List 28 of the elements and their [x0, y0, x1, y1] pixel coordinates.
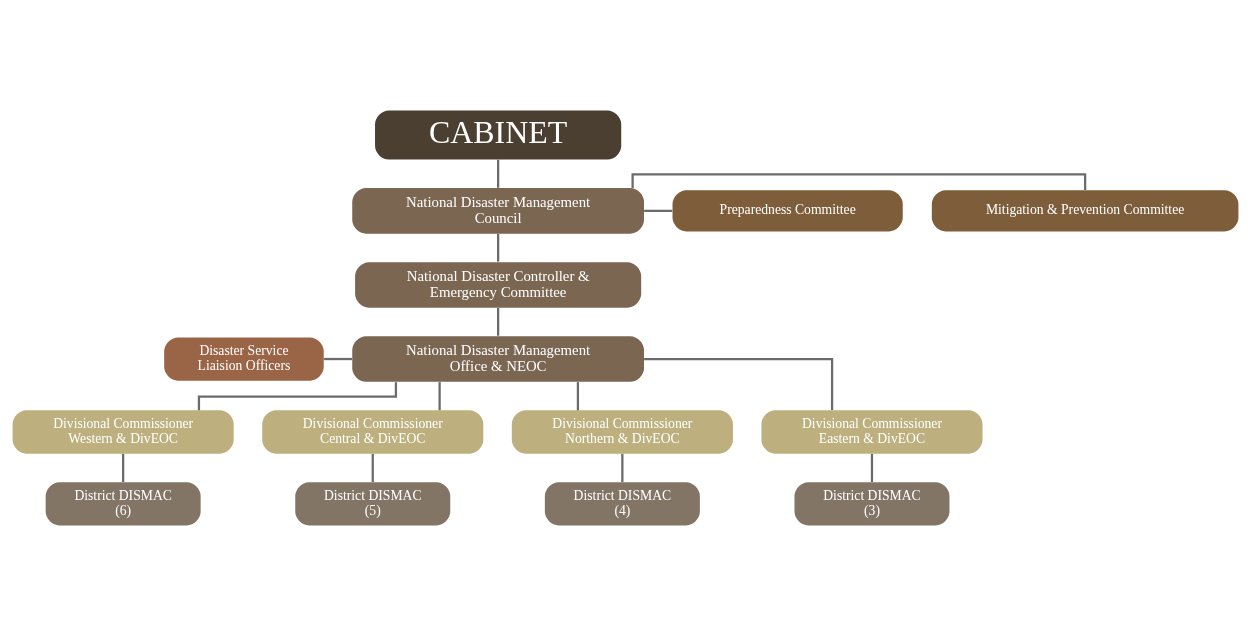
node-box: District DISMAC (5)	[295, 481, 451, 525]
node-box: Divisional Commissioner Central & DivEOC	[262, 409, 484, 454]
connector	[438, 381, 441, 410]
node-box: Mitigation & Prevention Committee	[931, 189, 1239, 231]
node-box: CABINET	[375, 110, 622, 160]
connector	[497, 307, 500, 336]
connector	[644, 357, 834, 410]
connector	[497, 159, 500, 188]
connector	[197, 381, 398, 410]
connector	[576, 381, 580, 410]
node-box: District DISMAC (6)	[45, 481, 201, 525]
connector	[621, 453, 624, 482]
node-box: Disaster Service Liaision Officers	[164, 336, 324, 381]
node-box: National Disaster Management Council	[352, 187, 644, 234]
node-box: National Disaster Management Office & NEOC	[352, 335, 644, 382]
connector	[497, 233, 500, 262]
node-box: Divisional Commissioner Northern & DivEOC	[511, 409, 733, 454]
connector	[644, 209, 673, 212]
node-box: Divisional Commissioner Eastern & DivEOC	[761, 409, 983, 454]
connector	[870, 453, 874, 482]
node-box: District DISMAC (4)	[544, 481, 700, 525]
connector	[122, 453, 125, 482]
node-box: District DISMAC (3)	[794, 481, 950, 525]
node-box: Divisional Commissioner Western & DivEOC	[12, 409, 234, 454]
node-box: Preparedness Committee	[672, 189, 903, 231]
connector	[324, 357, 352, 360]
node-box: National Disaster Controller & Emergency Committee	[355, 261, 642, 308]
connector	[371, 453, 374, 482]
